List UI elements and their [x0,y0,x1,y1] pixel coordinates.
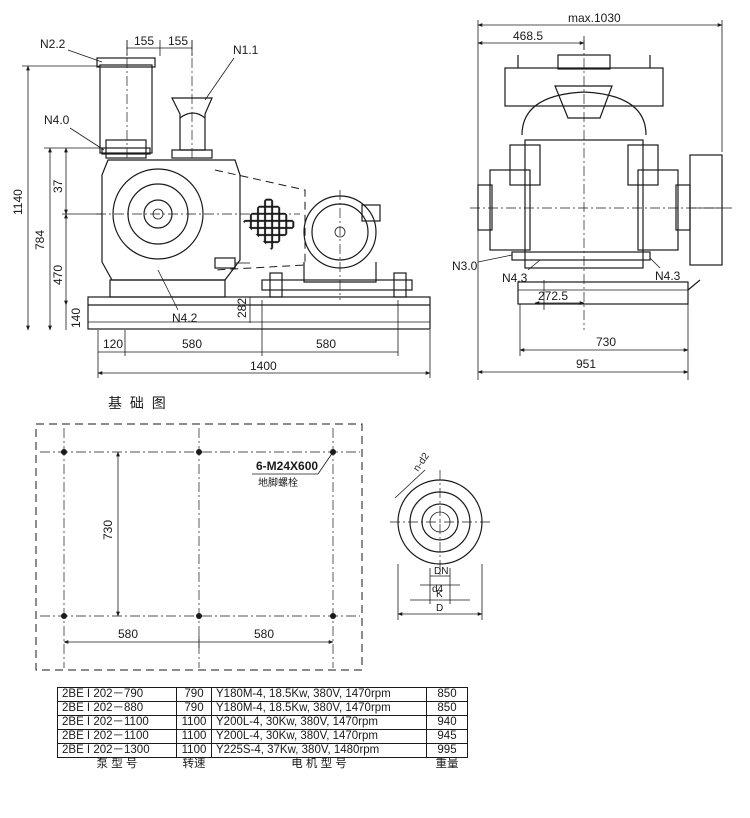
side-elevation-view: 155 155 1140 784 37 470 140 282 120 580 … [11,34,431,378]
label-d4: d4 [432,584,444,595]
cell-motor: Y200L-4, 30Kw, 380V, 1470rpm [211,729,427,744]
dim-580-a: 580 [182,337,202,351]
label-dn: DN [434,566,448,577]
header-weight: 重量 [435,758,459,770]
cell-weight: 995 [426,743,468,758]
dim-470: 470 [51,265,65,285]
dim-140: 140 [69,308,83,328]
spec-table: 2BE I 202－790 790 Y180M-4, 18.5Kw, 380V,… [57,687,468,771]
dim-max1030: max.1030 [568,11,621,25]
header-model: 泵 型 号 [96,758,138,770]
label-n43-right: N4.3 [655,269,681,283]
dim-282: 282 [235,298,249,318]
cell-speed: 790 [176,687,212,702]
cell-motor: Y180M-4, 18.5Kw, 380V, 1470rpm [211,701,427,716]
dim-37: 37 [51,179,65,193]
label-holes: n-d2 [411,451,432,474]
bolt-note: 地脚螺栓 [258,476,298,489]
table-row: 2BE I 202－1100 1100 Y200L-4, 30Kw, 380V,… [57,715,468,730]
table-row: 2BE I 202－1100 1100 Y200L-4, 30Kw, 380V,… [57,729,468,744]
cell-weight: 945 [426,729,468,744]
cell-model: 2BE I 202－1100 [57,729,177,744]
bolt-spec: 6-M24X600 [256,459,318,473]
label-n22: N2.2 [40,37,66,51]
cell-speed: 1100 [176,743,212,758]
foundation-title: 基 础 图 [108,395,168,411]
end-view: max.1030 468.5 272.5 730 951 N3.0 N4.3 N… [452,11,735,380]
table-row: 2BE I 202－880 790 Y180M-4, 18.5Kw, 380V,… [57,701,468,716]
cell-model: 2BE I 202－1300 [57,743,177,758]
cell-model: 2BE I 202－790 [57,687,177,702]
cell-weight: 940 [426,715,468,730]
dim-2725: 272.5 [538,289,568,303]
dim-1140: 1140 [11,189,25,215]
dim-730-plan: 730 [101,520,115,540]
cell-speed: 1100 [176,729,212,744]
dim-1400: 1400 [250,359,277,373]
table-row: 2BE I 202－790 790 Y180M-4, 18.5Kw, 380V,… [57,687,468,702]
cell-speed: 790 [176,701,212,716]
table-row: 2BE I 202－1300 1100 Y225S-4, 37Kw, 380V,… [57,743,468,758]
cell-weight: 850 [426,701,468,716]
cell-model: 2BE I 202－1100 [57,715,177,730]
label-k: K [436,589,443,600]
dim-580-plan-b: 580 [254,627,274,641]
header-motor: 电 机 型 号 [291,758,347,770]
dim-580-plan-a: 580 [118,627,138,641]
cell-speed: 1100 [176,715,212,730]
dim-155-right: 155 [168,34,188,48]
cell-model: 2BE I 202－880 [57,701,177,716]
label-n42: N4.2 [172,311,198,325]
dim-784: 784 [33,230,47,250]
label-n30: N3.0 [452,259,478,273]
coupling-guard-hatch [243,196,297,250]
cell-motor: Y200L-4, 30Kw, 380V, 1470rpm [211,715,427,730]
cell-motor: Y180M-4, 18.5Kw, 380V, 1470rpm [211,687,427,702]
header-speed: 转速 [182,758,206,770]
cell-weight: 850 [426,687,468,702]
cell-motor: Y225S-4, 37Kw, 380V, 1480rpm [211,743,427,758]
dim-730-end: 730 [596,335,616,349]
dim-4685: 468.5 [513,29,543,43]
dim-580-b: 580 [316,337,336,351]
label-n40: N4.0 [44,113,70,127]
label-d: D [436,603,443,614]
label-n11: N1.1 [233,43,259,57]
dim-120: 120 [103,337,123,351]
table-header-row: 泵 型 号 转速 电 机 型 号 重量 [58,758,468,772]
flange-detail: n-d2 DN d4 K D [390,451,490,620]
foundation-plan: 基 础 图 730 580 580 6-M24X600 地脚螺栓 [35,395,363,671]
dim-155-left: 155 [134,34,154,48]
dim-951: 951 [576,357,596,371]
label-n43-left: N4.3 [502,271,528,285]
